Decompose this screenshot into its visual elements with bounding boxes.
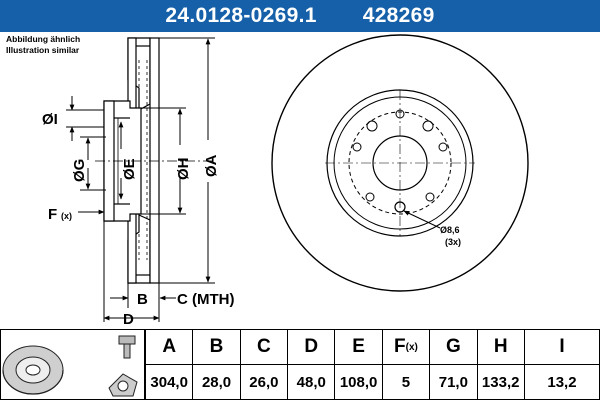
dim-a bbox=[159, 37, 215, 284]
hub-icon bbox=[108, 373, 138, 397]
dim-b-c-d bbox=[103, 221, 176, 322]
product-thumbnail-cell bbox=[0, 329, 146, 400]
value-a: 304,0 bbox=[146, 365, 193, 400]
label-dim-c: C (MTH) bbox=[177, 291, 234, 308]
value-e: 108,0 bbox=[335, 365, 382, 400]
bolt-icon bbox=[118, 335, 136, 359]
label-dim-h: ØH bbox=[175, 158, 192, 181]
value-g: 71,0 bbox=[430, 365, 477, 400]
title-bar: 24.0128-0269.1 428269 bbox=[0, 0, 600, 32]
label-dim-e: ØE bbox=[121, 158, 138, 180]
label-dim-d: D bbox=[123, 311, 134, 328]
header-i: I bbox=[524, 329, 600, 365]
disc-and-bolt-thumbnail bbox=[2, 335, 138, 397]
label-dim-f: F bbox=[48, 206, 57, 223]
header-g: G bbox=[430, 329, 477, 365]
label-hole-diameter: Ø8,6 bbox=[440, 225, 460, 235]
dim-i bbox=[66, 96, 104, 141]
col-f: F(x)5 bbox=[382, 329, 431, 400]
front-view bbox=[271, 34, 529, 292]
label-dim-i: ØI bbox=[42, 111, 58, 128]
label-dim-b: B bbox=[137, 291, 148, 308]
side-section-view bbox=[95, 37, 215, 284]
label-dim-f-sub: (x) bbox=[61, 211, 72, 221]
disc-outer-circle bbox=[271, 34, 529, 292]
label-dim-a: ØA bbox=[203, 154, 220, 177]
value-f: 5 bbox=[382, 365, 430, 400]
header-b: B bbox=[193, 329, 240, 365]
header-f: F(x) bbox=[382, 329, 430, 365]
dim-g bbox=[80, 136, 106, 191]
header-c: C bbox=[240, 329, 288, 365]
technical-drawing: ØI ØG ØE ØH ØA bbox=[42, 34, 529, 328]
header-f-sub: (x) bbox=[405, 341, 418, 353]
header-a: A bbox=[146, 329, 193, 365]
value-d: 48,0 bbox=[288, 365, 335, 400]
illustration-caption: Abbildung ähnlich Illustration similar bbox=[6, 34, 80, 55]
mounting-hole bbox=[394, 201, 406, 213]
value-b: 28,0 bbox=[193, 365, 240, 400]
label-dim-g: ØG bbox=[71, 159, 88, 182]
label-hole-count: (3x) bbox=[445, 237, 461, 247]
value-h: 133,2 bbox=[477, 365, 524, 400]
header-d: D bbox=[288, 329, 335, 365]
part-number: 24.0128-0269.1 bbox=[165, 4, 317, 27]
header-h: H bbox=[477, 329, 524, 365]
dim-h bbox=[141, 107, 186, 215]
header-e: E bbox=[335, 329, 382, 365]
article-number: 428269 bbox=[362, 4, 435, 27]
value-i: 13,2 bbox=[524, 365, 600, 400]
caption-english: Illustration similar bbox=[6, 44, 80, 55]
header-f-letter: F bbox=[394, 336, 406, 357]
caption-german: Abbildung ähnlich bbox=[6, 34, 81, 44]
value-c: 26,0 bbox=[240, 365, 288, 400]
